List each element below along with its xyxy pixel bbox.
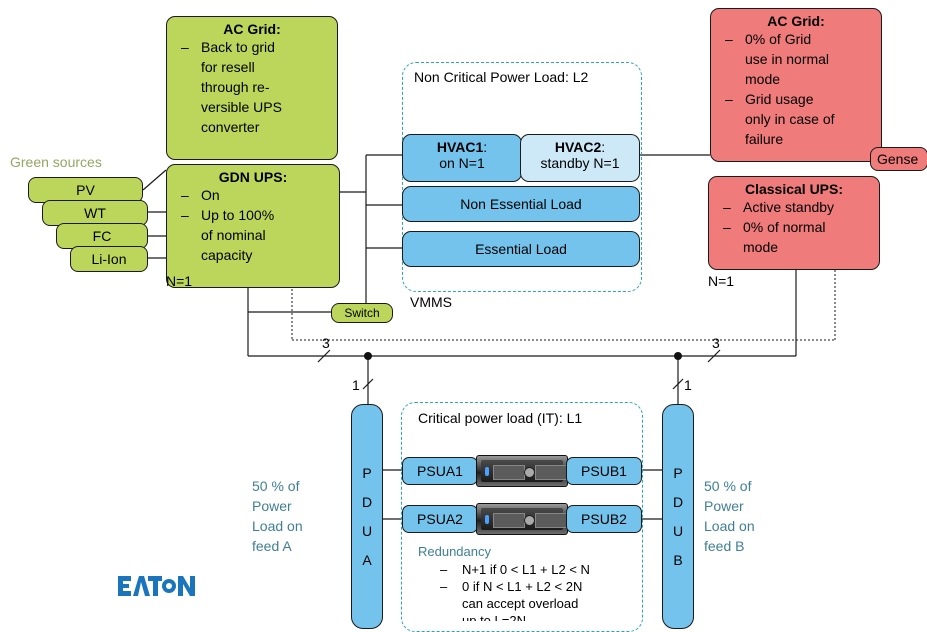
server-1 <box>476 455 568 487</box>
green-sources-heading: Green sources <box>10 154 102 170</box>
pdu-b-count: 1 <box>684 377 692 393</box>
genset-box: Gense <box>870 147 927 171</box>
classical-ups-bullet: 0% of normal mode <box>715 217 873 257</box>
pdu-a: P D U A <box>351 404 383 629</box>
ac-grid-right-bullet: Grid usage only in case of failure <box>717 89 875 149</box>
critical-title: Critical power load (IT): L1 <box>418 410 583 426</box>
classical-ups-title: Classical UPS <box>744 181 839 197</box>
non-critical-title: Non Critical Power Load: L2 <box>414 69 589 85</box>
psu-a2: PSUA2 <box>402 505 478 533</box>
psu-b1: PSUB1 <box>566 457 642 485</box>
redundancy-line: up to L=2N <box>462 613 526 621</box>
pdu-a-count: 1 <box>352 377 360 393</box>
source-pv: PV <box>28 177 143 203</box>
ac-grid-right-title: AC Grid <box>767 13 821 29</box>
bus-right-count: 3 <box>712 335 720 351</box>
ac-grid-left-title: AC Grid <box>223 21 277 37</box>
hvac1-title: HVAC1 <box>436 139 484 155</box>
classical-ups-n-label: N=1 <box>708 273 735 289</box>
hvac1-box: HVAC1: on N=1 <box>402 134 522 182</box>
ac-grid-right-bullet: 0% of Grid use in normal mode <box>717 29 875 89</box>
gdn-ups-bullet: Up to 100% of nominal capacity <box>173 205 333 265</box>
redundancy-list: –N+1 if 0 < L1 + L2 < N –0 if N < L1 + L… <box>440 561 590 621</box>
feed-a-annotation: 50 % of Power Load on feed A <box>252 478 303 554</box>
classical-ups-bullet: Active standby <box>715 197 873 217</box>
non-essential-load-box: Non Essential Load <box>402 186 640 222</box>
ac-grid-left-bullet: Back to grid for resell through re- vers… <box>173 37 331 137</box>
switch-box: Switch <box>331 303 393 323</box>
redundancy-line: N+1 if 0 < L1 + L2 < N <box>462 562 590 577</box>
source-li-ion: Li-Ion <box>70 246 148 272</box>
ac-grid-left-bullets: Back to grid for resell through re- vers… <box>173 37 331 137</box>
redundancy-heading: Redundancy <box>418 544 491 559</box>
classical-ups-bullets: Active standby 0% of normal mode <box>715 197 873 257</box>
essential-load-box: Essential Load <box>402 231 640 267</box>
hvac1-sub: on N=1 <box>439 155 485 171</box>
server-2 <box>476 503 568 535</box>
psu-a1: PSUA1 <box>402 457 478 485</box>
hvac2-box: HVAC2: standby N=1 <box>520 134 640 182</box>
ac-grid-left-box: AC Grid: Back to grid for resell through… <box>166 16 338 160</box>
eaton-logo <box>118 576 195 596</box>
gdn-ups-n-label: N=1 <box>166 273 193 289</box>
pdu-b: P D U B <box>662 404 694 629</box>
gdn-ups-title: GDN UPS <box>218 169 283 185</box>
classical-ups-box: Classical UPS: Active standby 0% of norm… <box>708 176 880 270</box>
psu-b2: PSUB2 <box>566 505 642 533</box>
hvac2-title: HVAC2 <box>554 139 602 155</box>
redundancy-line: can accept overload <box>462 596 579 611</box>
ac-grid-right-bullets: 0% of Grid use in normal mode Grid usage… <box>717 29 875 149</box>
source-wt: WT <box>42 200 148 226</box>
feed-b-annotation: 50 % of Power Load on feed B <box>704 478 755 554</box>
gdn-ups-box: GDN UPS: On Up to 100% of nominal capaci… <box>166 164 340 288</box>
gdn-ups-bullet: On <box>173 185 333 205</box>
vmms-label: VMMS <box>410 294 452 310</box>
hvac2-sub: standby N=1 <box>540 155 620 171</box>
bus-left-count: 3 <box>322 335 330 351</box>
ac-grid-right-box: AC Grid: 0% of Grid use in normal mode G… <box>710 8 882 162</box>
redundancy-line: 0 if N < L1 + L2 < 2N <box>462 579 583 594</box>
gdn-ups-bullets: On Up to 100% of nominal capacity <box>173 185 333 265</box>
